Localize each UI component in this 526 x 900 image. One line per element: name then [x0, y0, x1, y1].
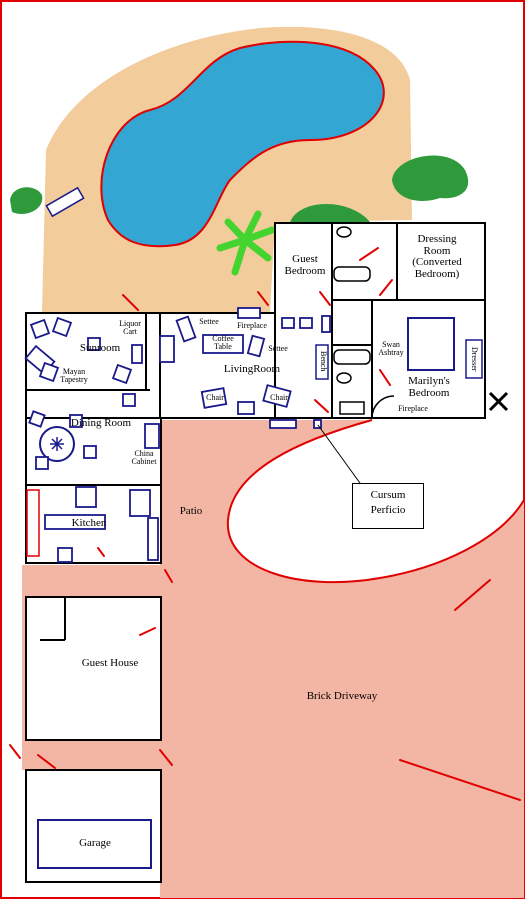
x-marker: [488, 391, 509, 412]
room-dressing-room: Dressing Room (Converted Bedroom): [403, 233, 471, 280]
main-house: [25, 222, 486, 564]
label-china-cabinet: China Cabinet: [124, 449, 164, 467]
room-dressing-room-text: Dressing Room (Converted Bedroom): [412, 233, 462, 280]
bush: [10, 187, 43, 215]
label-swan-ashtray-text: Swan Ashtray: [378, 340, 404, 358]
room-marilyns-bedroom: Marilyn's Bedroom: [398, 375, 460, 399]
callout-leader: [317, 424, 366, 491]
pool-lounger: [45, 186, 85, 218]
label-chair-left: Chair: [206, 393, 224, 402]
label-dresser: Dresser: [470, 346, 480, 372]
label-coffee-table: Coffee Table: [204, 334, 242, 352]
red-accents: [9, 247, 521, 801]
bench: [315, 344, 329, 380]
guest-house-walls: [25, 596, 162, 741]
label-china-cabinet-text: China Cabinet: [131, 449, 157, 467]
bush: [290, 204, 370, 222]
callout-cursum-perficio: Cursum Perficio: [352, 483, 424, 529]
label-mayan-tapestry-text: Mayan Tapestry: [60, 367, 88, 385]
room-sunroom: Sunroom: [79, 342, 121, 354]
driveway-edge: [227, 419, 373, 521]
label-fireplace-living: Fireplace: [237, 321, 267, 330]
label-fireplace-bedroom: Fireplace: [398, 404, 428, 413]
room-living-room: LivingRoom: [223, 363, 281, 375]
interior-walls: [26, 223, 485, 486]
swimming-pool: [100, 40, 385, 248]
sunroom-furniture: [24, 316, 143, 407]
bath-fixtures: [333, 226, 371, 415]
area-brick-driveway: Brick Driveway: [306, 690, 378, 702]
brick-driveway: [22, 420, 524, 898]
label-liquor-cart: Liquor Cart: [112, 319, 148, 337]
room-marilyns-bedroom-text: Marilyn's Bedroom: [408, 375, 450, 399]
garage-walls: [25, 769, 162, 883]
room-guest-bedroom-text: Guest Bedroom: [284, 253, 326, 277]
label-liquor-cart-text: Liquor Cart: [119, 319, 141, 337]
room-garage: Garage: [79, 837, 111, 849]
garage-car-outline: [37, 819, 152, 869]
kitchen-fixtures: [44, 486, 159, 563]
room-guest-bedroom: Guest Bedroom: [275, 253, 335, 277]
door-swing: [371, 395, 395, 419]
dining-star: [50, 437, 64, 451]
room-guest-house: Guest House: [81, 657, 139, 669]
label-chair-right: Chair: [270, 393, 288, 402]
room-dining-room: Dining Room: [70, 417, 132, 429]
living-furniture: [159, 307, 331, 429]
room-kitchen: Kitchen: [71, 517, 107, 529]
driveway-edge: [226, 499, 525, 584]
label-settee-top: Settee: [199, 317, 219, 326]
dresser: [465, 339, 483, 379]
area-patio: Patio: [179, 505, 203, 517]
label-coffee-table-text: Coffee Table: [212, 334, 234, 352]
label-settee-right: Settee: [268, 344, 288, 353]
label-mayan-tapestry: Mayan Tapestry: [52, 367, 96, 385]
kitchen-counter: [26, 489, 40, 557]
bush: [392, 155, 469, 201]
label-swan-ashtray: Swan Ashtray: [374, 340, 408, 358]
palm-tree: [216, 210, 276, 276]
label-bench: Bench: [319, 350, 329, 372]
dining-chairs: [28, 410, 160, 470]
bed: [407, 317, 455, 371]
callout-text: Cursum Perficio: [370, 489, 406, 516]
